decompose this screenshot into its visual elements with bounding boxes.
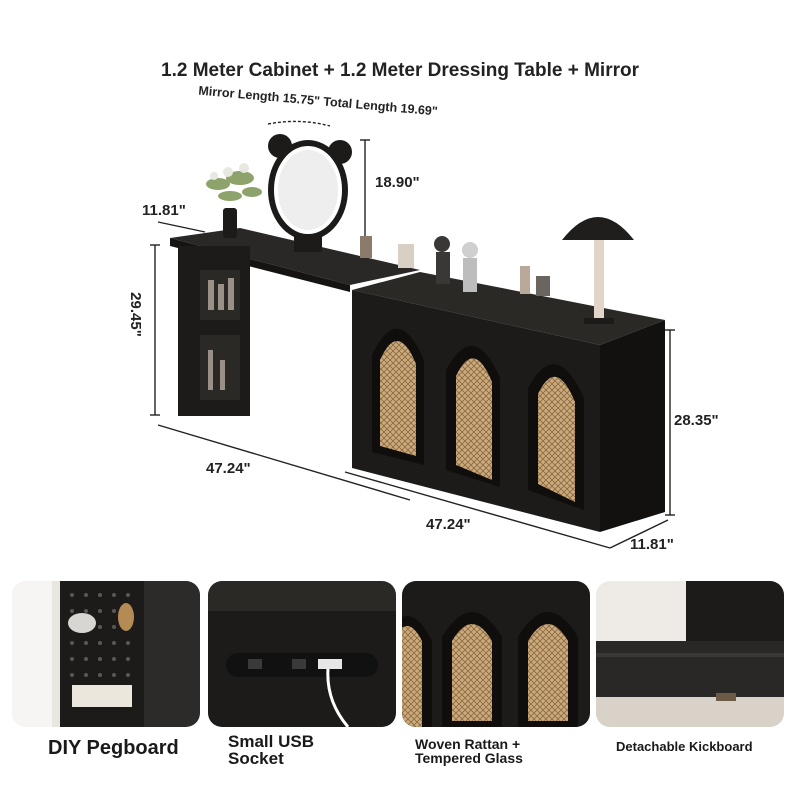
- rattan-door-1: [372, 328, 424, 465]
- rattan-door-2: [446, 345, 500, 487]
- feature-kickboard-label: Detachable Kickboard: [616, 739, 753, 754]
- dimension-lines: [150, 120, 675, 549]
- feature-usb-label-line1: Small USB: [228, 732, 314, 751]
- feature-rattan-label-line1: Woven Rattan +: [415, 736, 521, 752]
- table-height-label: 29.45": [126, 292, 144, 337]
- mirror: [268, 134, 352, 252]
- lamp-decoration: [562, 217, 634, 324]
- decor-items: [360, 236, 550, 296]
- feature-rattan-image: [402, 581, 590, 727]
- product-illustration: [150, 120, 675, 549]
- feature-rattan-label-line2: Tempered Glass: [415, 750, 523, 766]
- feature-pegboard-label: DIY Pegboard: [48, 737, 179, 759]
- cabinet-depth-label: 11.81": [630, 536, 674, 553]
- mirror-height-label: 18.90": [375, 174, 420, 191]
- rattan-door-3: [528, 364, 584, 510]
- feature-usb-image: [208, 581, 396, 727]
- dressing-table: [170, 228, 420, 416]
- table-length-label: 47.24": [206, 460, 251, 477]
- cabinet-length-label: 47.24": [426, 516, 471, 533]
- page-title: 1.2 Meter Cabinet + 1.2 Meter Dressing T…: [161, 60, 639, 81]
- feature-rattan-label: Woven Rattan + Tempered Glass: [415, 737, 523, 765]
- feature-kickboard-image: [596, 581, 784, 727]
- feature-pegboard-image: [12, 581, 200, 727]
- feature-usb-label-line2: Socket: [228, 749, 284, 768]
- cabinet: [352, 272, 665, 532]
- feature-usb-label: Small USB Socket: [228, 733, 314, 767]
- plant-decoration: [206, 163, 262, 238]
- table-depth-label: 11.81": [142, 202, 186, 219]
- cabinet-height-label: 28.35": [674, 412, 719, 429]
